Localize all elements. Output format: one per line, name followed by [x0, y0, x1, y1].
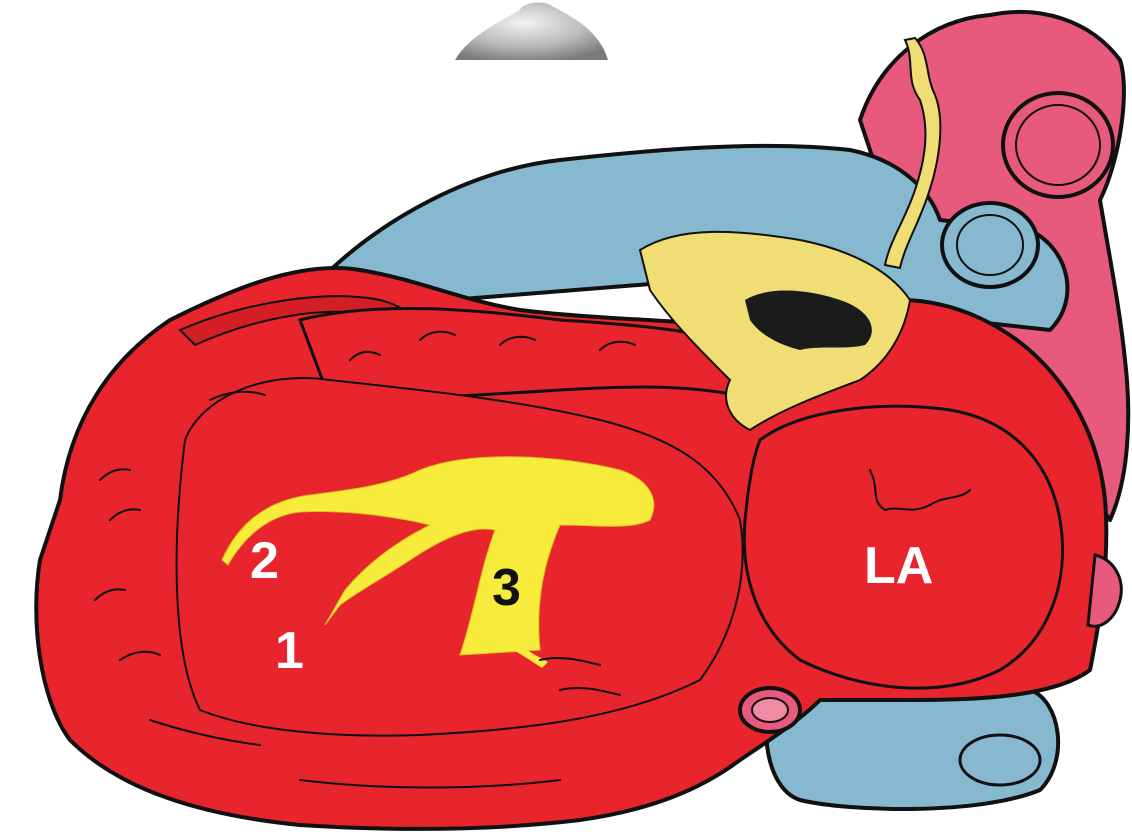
label-la: LA	[864, 537, 933, 595]
label-3: 3	[492, 559, 521, 617]
right-pink-bump	[1088, 555, 1121, 626]
label-1: 1	[275, 622, 304, 680]
label-2: 2	[250, 532, 279, 590]
inferior-vein-lumen	[960, 735, 1040, 785]
small-vessel-bottom-inner	[752, 698, 788, 722]
top-grey-shape	[455, 3, 608, 60]
aorta-lumen	[1003, 93, 1113, 197]
